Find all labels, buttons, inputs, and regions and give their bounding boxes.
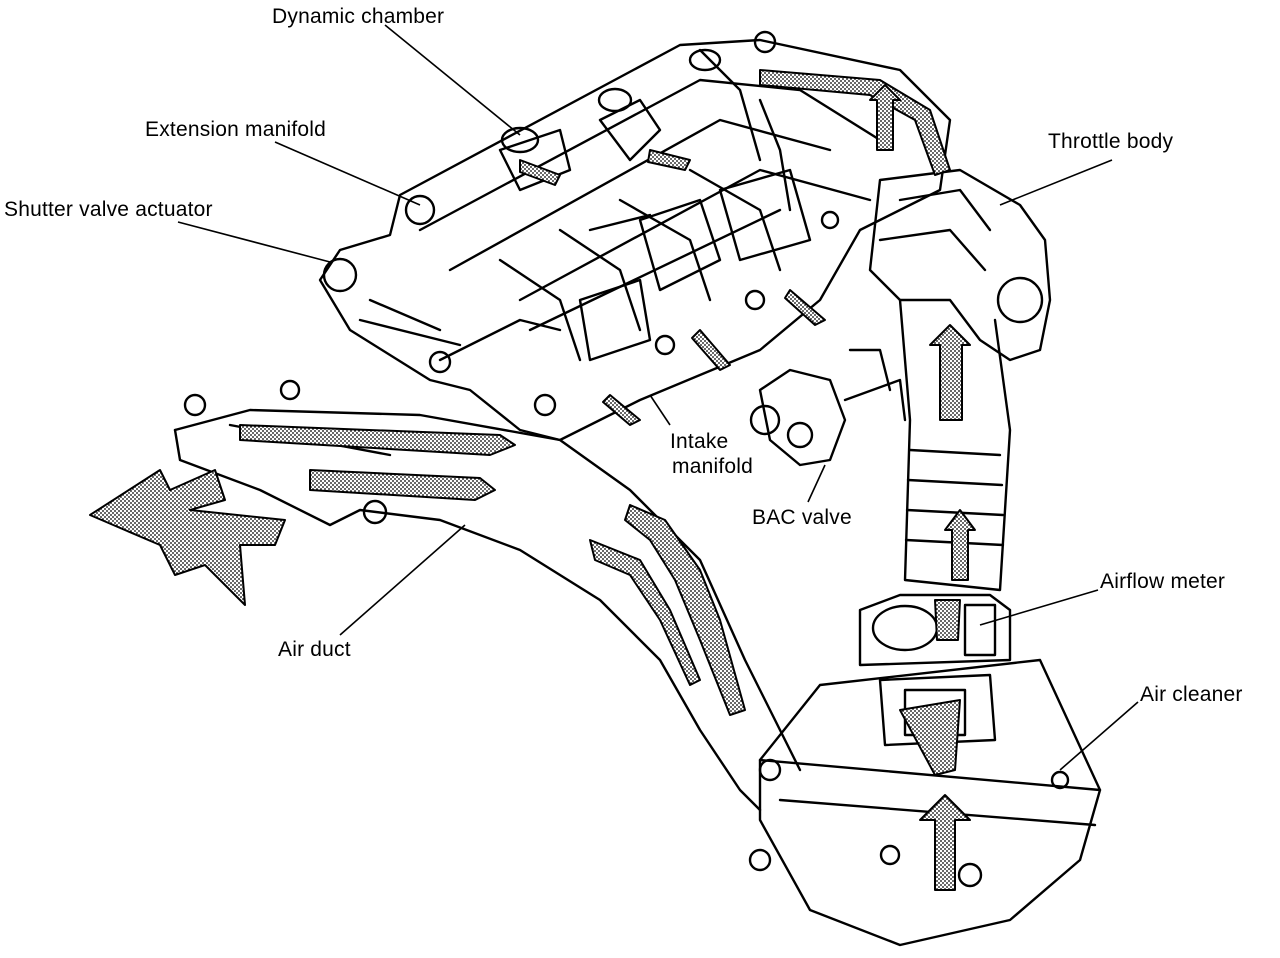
label-dynamic-chamber: Dynamic chamber — [272, 5, 445, 28]
intake-hose — [898, 298, 1012, 592]
duct-arrow-inner-icon — [589, 539, 701, 686]
hose-up-arrow-icon — [944, 509, 976, 581]
meter-arrow-icon — [934, 599, 961, 641]
leader-dynamic-chamber — [384, 24, 521, 136]
label-throttle-body: Throttle body — [1048, 130, 1174, 153]
air-duct — [173, 379, 802, 812]
leader-air-cleaner — [1059, 701, 1139, 771]
leader-throttle-body — [999, 159, 1113, 206]
leader-extension-manifold — [274, 141, 421, 206]
engine-block — [318, 30, 952, 442]
label-air-cleaner: Air cleaner — [1140, 683, 1243, 706]
inlet-arrow-icon — [89, 469, 286, 606]
label-intake-manifold-line1: Intake — [670, 430, 729, 453]
throttle-up-arrow-icon — [929, 324, 971, 421]
leader-bac-valve — [807, 464, 826, 503]
label-extension-manifold: Extension manifold — [145, 118, 327, 141]
label-shutter-valve-actuator: Shutter valve actuator — [4, 198, 213, 221]
bac-valve — [749, 348, 907, 467]
air-cleaner-box — [748, 658, 1102, 947]
leader-intake-manifold — [649, 394, 671, 426]
duct-arrow-upper-icon — [239, 424, 516, 456]
airflow-arrows — [89, 69, 976, 891]
top-return-arrow-icon — [759, 69, 951, 176]
duct-arrow-lower-icon — [309, 469, 496, 501]
label-air-duct: Air duct — [278, 638, 351, 661]
throttle-body — [868, 168, 1052, 362]
label-intake-manifold-line2: manifold — [672, 455, 753, 478]
label-airflow-meter: Airflow meter — [1100, 570, 1226, 593]
leader-airflow-meter — [979, 589, 1099, 626]
top-up-arrow-icon — [869, 84, 901, 151]
leader-lines — [177, 24, 1139, 771]
leader-shutter-valve-actuator — [177, 221, 331, 263]
leader-air-duct — [339, 524, 466, 636]
cleaner-up-arrow-icon — [919, 794, 971, 891]
label-bac-valve: BAC valve — [752, 506, 852, 529]
duct-arrow-curve-icon — [624, 504, 746, 716]
